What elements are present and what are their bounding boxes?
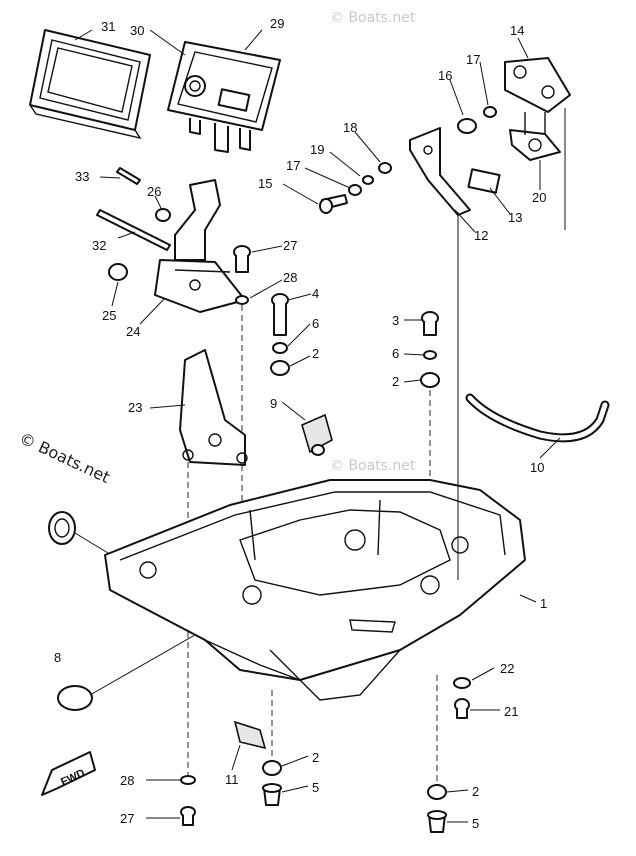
part-2b-grommet: [420, 372, 440, 388]
callout-2-left: 2: [312, 346, 319, 361]
part-27-bolt: [233, 245, 251, 273]
callout-27-bottom: 27: [120, 811, 134, 826]
callout-13: 13: [508, 210, 522, 225]
callout-5-right: 5: [472, 816, 479, 831]
leader-lines: [74, 29, 561, 823]
callout-14: 14: [510, 23, 524, 38]
callout-11: 11: [225, 772, 239, 787]
part-25-nut: [108, 263, 128, 281]
part-8-lead: [89, 634, 196, 696]
part-2c-grommet: [262, 760, 282, 776]
part-16-nut: [457, 118, 477, 134]
callout-26: 26: [147, 184, 161, 199]
callout-20: 20: [532, 190, 546, 205]
callout-16: 16: [438, 68, 452, 83]
part-6b-washer: [423, 350, 437, 360]
callout-31: 31: [101, 19, 115, 34]
part-5a-collar: [262, 783, 282, 806]
part-20-plate: [509, 112, 561, 161]
part-13-block: [467, 168, 501, 194]
part-18-nut: [378, 162, 392, 174]
part-1-bottom-cowling: [104, 479, 526, 701]
part-29-control-panel: [167, 41, 281, 153]
watermark-side: © Boats.net: [16, 428, 112, 486]
part-17b-washer: [348, 184, 362, 196]
part-2a-grommet: [270, 360, 290, 376]
side-grommet: [48, 511, 76, 545]
callout-6-right: 6: [392, 346, 399, 361]
part-4-screw: [271, 293, 289, 336]
callout-labels: 31 30 29 14 16 17 18 19 17 15 13 12 20 3…: [54, 16, 547, 831]
callout-23: 23: [128, 400, 142, 415]
part-26-knob: [155, 208, 171, 222]
callout-4: 4: [312, 286, 319, 301]
part-24-bracket: [154, 179, 246, 313]
callout-33: 33: [75, 169, 89, 184]
part-14-bracket: [504, 57, 571, 113]
callout-32: 32: [92, 238, 106, 253]
part-28-washer: [235, 295, 249, 305]
part-19-washer: [362, 175, 374, 185]
part-22-washer: [453, 677, 471, 689]
callout-1: 1: [540, 596, 547, 611]
callout-25: 25: [102, 308, 116, 323]
callout-19: 19: [310, 142, 324, 157]
callout-18: 18: [343, 120, 357, 135]
part-32-rod: [96, 209, 171, 251]
part-31-frame: [29, 29, 151, 140]
callout-28-top: 28: [283, 270, 297, 285]
callout-2-bottom-left: 2: [312, 750, 319, 765]
part-8-plug: [57, 685, 93, 711]
part-9-grommet: [301, 413, 333, 456]
part-5b-collar: [427, 810, 447, 833]
part-33-pin: [116, 167, 141, 185]
callout-15: 15: [258, 176, 272, 191]
callout-17-top: 17: [466, 52, 480, 67]
callout-2-right: 2: [392, 374, 399, 389]
part-11-clip: [233, 720, 267, 750]
callout-17-mid: 17: [286, 158, 300, 173]
callout-21: 21: [504, 704, 518, 719]
part-2d-grommet: [427, 784, 447, 800]
part-21-screw: [454, 698, 470, 719]
part-3-bolt: [421, 311, 439, 336]
callout-10: 10: [530, 460, 544, 475]
part-23-bracket: [179, 349, 248, 466]
callout-12: 12: [474, 228, 488, 243]
callout-28-bottom: 28: [120, 773, 134, 788]
part-17-washer: [483, 106, 497, 118]
callout-3: 3: [392, 313, 399, 328]
fwd-arrow-icon: FWD: [41, 751, 96, 796]
callout-5-left: 5: [312, 780, 319, 795]
callout-9: 9: [270, 396, 277, 411]
callout-2-bottom-right: 2: [472, 784, 479, 799]
callout-6-left: 6: [312, 316, 319, 331]
part-6a-washer: [272, 342, 288, 354]
callout-27-top: 27: [283, 238, 297, 253]
side-grommet-lead: [74, 532, 109, 554]
callout-8: 8: [54, 650, 61, 665]
watermark-middle: © Boats.net: [330, 458, 416, 474]
callout-29: 29: [270, 16, 284, 31]
callout-22: 22: [500, 661, 514, 676]
part-28b-washer: [180, 775, 196, 785]
part-15-bolt: [319, 194, 348, 214]
watermark-top: © Boats.net: [330, 10, 416, 26]
part-12-lever: [409, 127, 471, 216]
callout-24: 24: [126, 324, 140, 339]
part-27b-bolt: [180, 806, 196, 826]
callout-30: 30: [130, 23, 144, 38]
